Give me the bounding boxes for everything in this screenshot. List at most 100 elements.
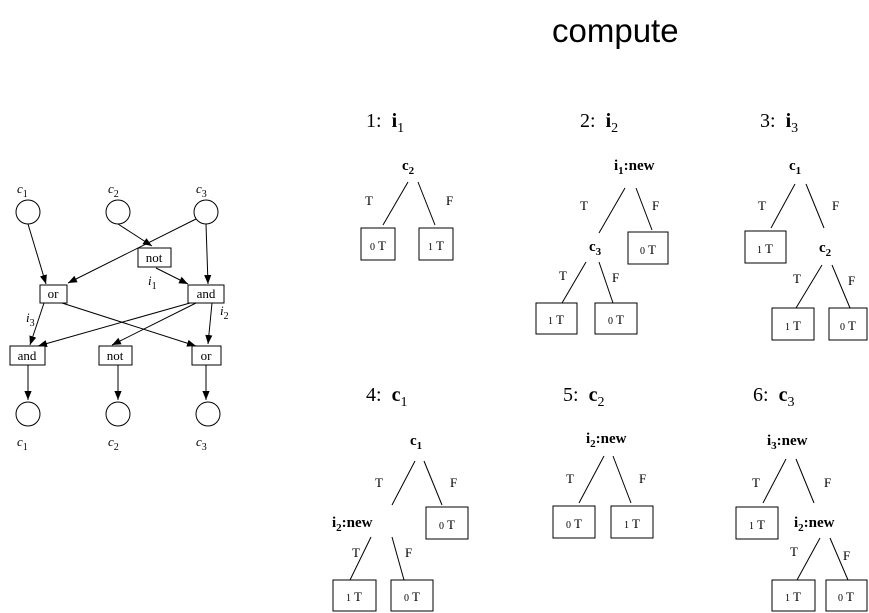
panel-5-leaf-2 [610,505,654,539]
panel-5-root-node: i2:new [586,431,627,450]
panel-4-inner-edge-false: F [405,545,412,560]
panel-3-header: 3:i3 [760,110,798,136]
output-node-c3 [195,401,221,427]
panel-6-inner-edge-false: F [843,548,850,563]
not-gate-top [137,247,172,268]
panel-4-header: 4:c1 [366,384,407,410]
panel-6-edge-true: T [752,475,760,490]
panel-3-leaf-2 [771,307,815,341]
panel-2-edge-false: F [652,198,659,213]
and-gate-right-label: and [197,286,216,301]
circuit-diagram: not or and and not or c1 c2 c3 c1 c2 c3 … [9,181,229,453]
wire-label-i2: i2 [220,303,229,322]
panel-1-leaf-2 [418,227,454,261]
not-gate-top-label: not [146,250,163,265]
panel-6-inner-node: i2:new [794,515,835,534]
panel-4-leaf-3 [390,579,434,612]
panel-2-leaf-3 [594,302,638,335]
output-node-c1 [15,401,41,427]
input-node-c2 [105,199,131,225]
panel-3-inner-node: c2 [819,240,832,259]
panel-1-header: 1:i1 [366,110,404,136]
panel-6-root-node: i3:new [767,433,808,452]
panel-5-edge-true: T [566,471,574,486]
panel-1-edge-true: T [365,193,373,208]
panel-2-inner-edge-false: F [612,270,619,285]
and-gate-bottom [9,345,46,366]
panel-4-edge-true: T [375,475,383,490]
panel-2-inner-node: c3 [589,239,602,258]
panel-6-leaf-2 [771,579,816,612]
wire-label-i1: i1 [148,273,157,292]
or-gate-bottom [191,345,222,366]
circuit-wires [24,218,213,400]
panel-2-edge-true: T [580,198,588,213]
input-label-c1: c1 [17,181,28,200]
panel-5-header: 5:c2 [563,384,604,410]
panel-2-leaf-1 [627,231,669,265]
panel-3-leaf-3 [828,307,868,341]
page-title: compute [552,12,679,49]
input-node-c1 [15,199,41,225]
input-label-c3: c3 [196,181,207,200]
panel-2-inner-edge-true: T [559,268,567,283]
panel-5-edge-false: F [639,471,646,486]
panel-4-leaf-1 [425,506,469,540]
panel-1-edge-false: F [446,193,453,208]
panel-3-leaf-1 [744,230,787,264]
output-label-c3: c3 [196,434,207,453]
panel-1-root-node: c2 [402,158,415,177]
panel-6-header: 6:c3 [753,384,794,410]
panel-4-root-node: c1 [410,433,422,452]
panel-3-inner-edge-true: T [793,271,801,286]
not-gate-bottom-label: not [107,348,124,363]
panel-6-edge-false: F [824,475,831,490]
and-gate-right [187,284,225,304]
panel-3-root-node: c1 [789,158,801,177]
panel-2-header: 2:i2 [580,110,618,136]
input-label-c2: c2 [108,181,119,200]
output-node-c2 [105,401,131,427]
panel-6-leaf-1 [735,506,779,540]
wire-label-i3: i3 [26,310,35,329]
panel-3-inner-edge-false: F [848,273,855,288]
panel-6-leaf-3 [825,579,868,612]
panel-2-root-node: i1:new [614,158,655,177]
and-gate-bottom-label: and [18,348,37,363]
output-label-c2: c2 [108,434,119,453]
or-gate-left-label: or [48,286,60,301]
panel-5-leaf-1 [552,505,596,539]
output-label-c1: c1 [17,434,28,453]
panel-4-edge-false: F [450,475,457,490]
panel-3-edge-false: F [832,198,839,213]
page-title-container: compute [0,0,869,60]
panel-3-edge-true: T [758,198,766,213]
not-gate-bottom [98,345,133,366]
panel-4-inner-node: i2:new [332,515,373,534]
panel-1-leaf-1 [360,227,396,261]
panel-6-inner-edge-true: T [790,544,798,559]
panel-2-leaf-2 [535,302,578,335]
panel-4-leaf-2 [332,579,377,612]
